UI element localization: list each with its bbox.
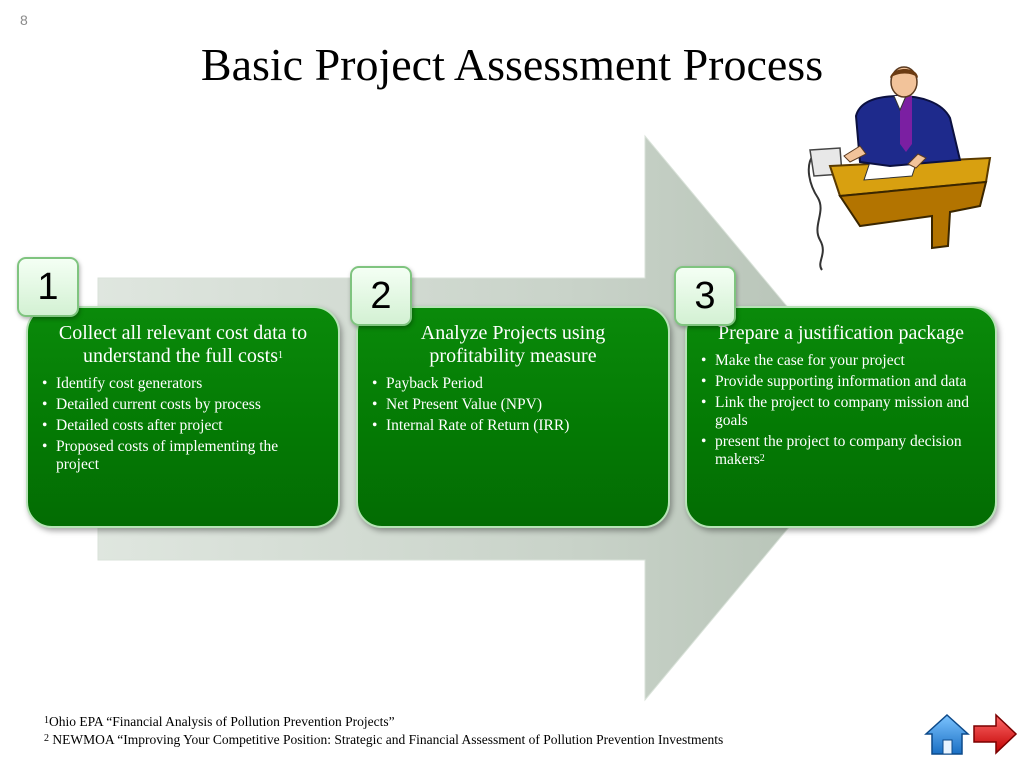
footnote-ref-1: 1 [277,350,283,361]
footnote-2: 2 NEWMOA “Improving Your Competitive Pos… [44,732,724,747]
footnotes: 1Ohio EPA “Financial Analysis of Polluti… [44,713,723,749]
list-item: Detailed current costs by process [42,396,324,414]
list-item: Internal Rate of Return (IRR) [372,417,654,435]
arrow-right-icon[interactable] [972,712,1018,756]
footnote-1: 1Ohio EPA “Financial Analysis of Polluti… [44,714,395,729]
footnote-ref-2: 2 [759,453,765,464]
step-2-bullets: Payback Period Net Present Value (NPV) I… [372,375,654,435]
list-item: Provide supporting information and data [701,373,981,391]
home-icon[interactable] [924,712,970,756]
list-item: Link the project to company mission and … [701,394,981,430]
step-1-heading: Collect all relevant cost data to unders… [58,322,308,367]
businessman-at-desk-icon [807,66,992,271]
step-1-badge: 1 [17,257,79,317]
step-1-box: Collect all relevant cost data to unders… [26,306,340,528]
step-2-badge: 2 [350,266,412,326]
list-item: present the project to company decision … [701,433,981,469]
list-item: Payback Period [372,375,654,393]
slide-number: 8 [20,12,28,28]
step-3-box: Prepare a justification package Make the… [685,306,997,528]
list-item: Net Present Value (NPV) [372,396,654,414]
step-3-heading: Prepare a justification package [718,322,964,344]
step-3-badge: 3 [674,266,736,326]
list-item: Make the case for your project [701,352,981,370]
step-2-heading: Analyze Projects using profitability mea… [420,322,606,367]
step-2-box: Analyze Projects using profitability mea… [356,306,670,528]
step-3-bullets: Make the case for your project Provide s… [701,352,981,469]
page-title: Basic Project Assessment Process [200,39,824,90]
list-item: Identify cost generators [42,375,324,393]
list-item: Proposed costs of implementing the proje… [42,438,324,474]
list-item: Detailed costs after project [42,417,324,435]
step-1-bullets: Identify cost generators Detailed curren… [42,375,324,474]
